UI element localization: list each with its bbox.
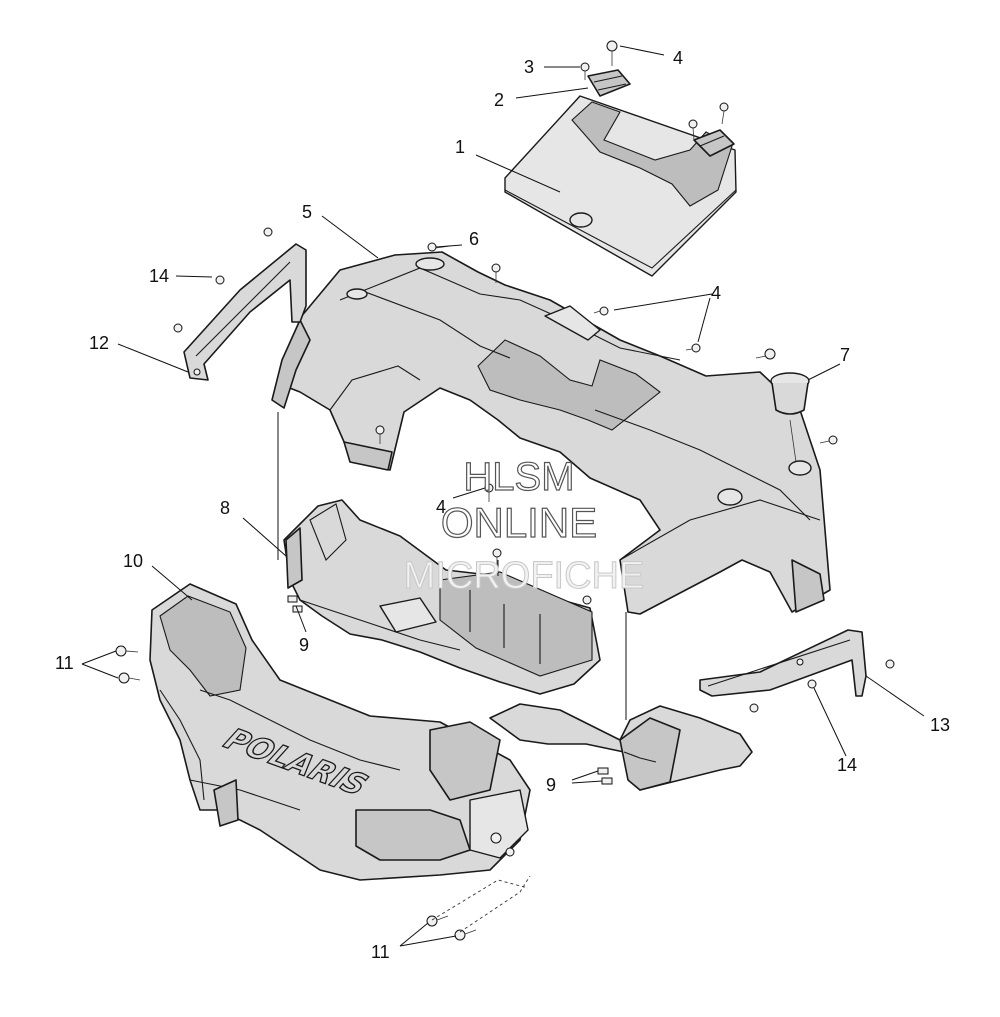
callout-12: 12 xyxy=(89,333,109,353)
callout-labels: 1 2 3 4 4 4 4 5 6 7 8 9 9 10 11 11 12 13… xyxy=(55,48,950,962)
callout-14-left: 14 xyxy=(149,266,169,286)
part-9-side-panel xyxy=(287,595,753,791)
callout-9-right: 9 xyxy=(546,775,556,795)
part-5-front-body xyxy=(271,251,831,615)
part-10-front-fascia xyxy=(149,583,531,881)
callout-1: 1 xyxy=(455,137,465,157)
callout-11-bottom: 11 xyxy=(371,942,390,962)
callout-11-left: 11 xyxy=(55,653,74,673)
callout-8: 8 xyxy=(220,498,230,518)
callout-13: 13 xyxy=(930,715,950,735)
leader-lines xyxy=(81,45,925,947)
watermark: HLSM ONLINE MICROFICHE xyxy=(403,454,645,597)
callout-10: 10 xyxy=(123,551,143,571)
callout-6: 6 xyxy=(469,229,479,249)
part-13-right-brace xyxy=(699,629,895,713)
callout-14-right: 14 xyxy=(837,755,857,775)
callout-2: 2 xyxy=(494,90,504,110)
callout-3: 3 xyxy=(524,57,534,77)
callout-9-left: 9 xyxy=(299,635,309,655)
part-4-fastener-group xyxy=(375,306,838,605)
watermark-line3: MICROFICHE xyxy=(404,555,645,597)
fastener-top-group xyxy=(580,40,729,141)
part-12-left-brace xyxy=(173,227,307,381)
watermark-line2: ONLINE xyxy=(441,499,597,546)
part-7-cup-holder xyxy=(770,372,810,463)
alignment-lines xyxy=(277,412,627,933)
callout-4-right: 4 xyxy=(711,283,721,303)
callout-5: 5 xyxy=(302,202,312,222)
callout-4-top: 4 xyxy=(673,48,683,68)
part-6-fastener xyxy=(427,242,501,283)
callout-7: 7 xyxy=(840,345,850,365)
watermark-line1: HLSM xyxy=(463,455,574,499)
part-1-cover xyxy=(504,95,737,277)
callout-4-center: 4 xyxy=(436,497,446,517)
part-2-hinge xyxy=(587,69,735,157)
part-8-floor-tray xyxy=(283,499,601,695)
